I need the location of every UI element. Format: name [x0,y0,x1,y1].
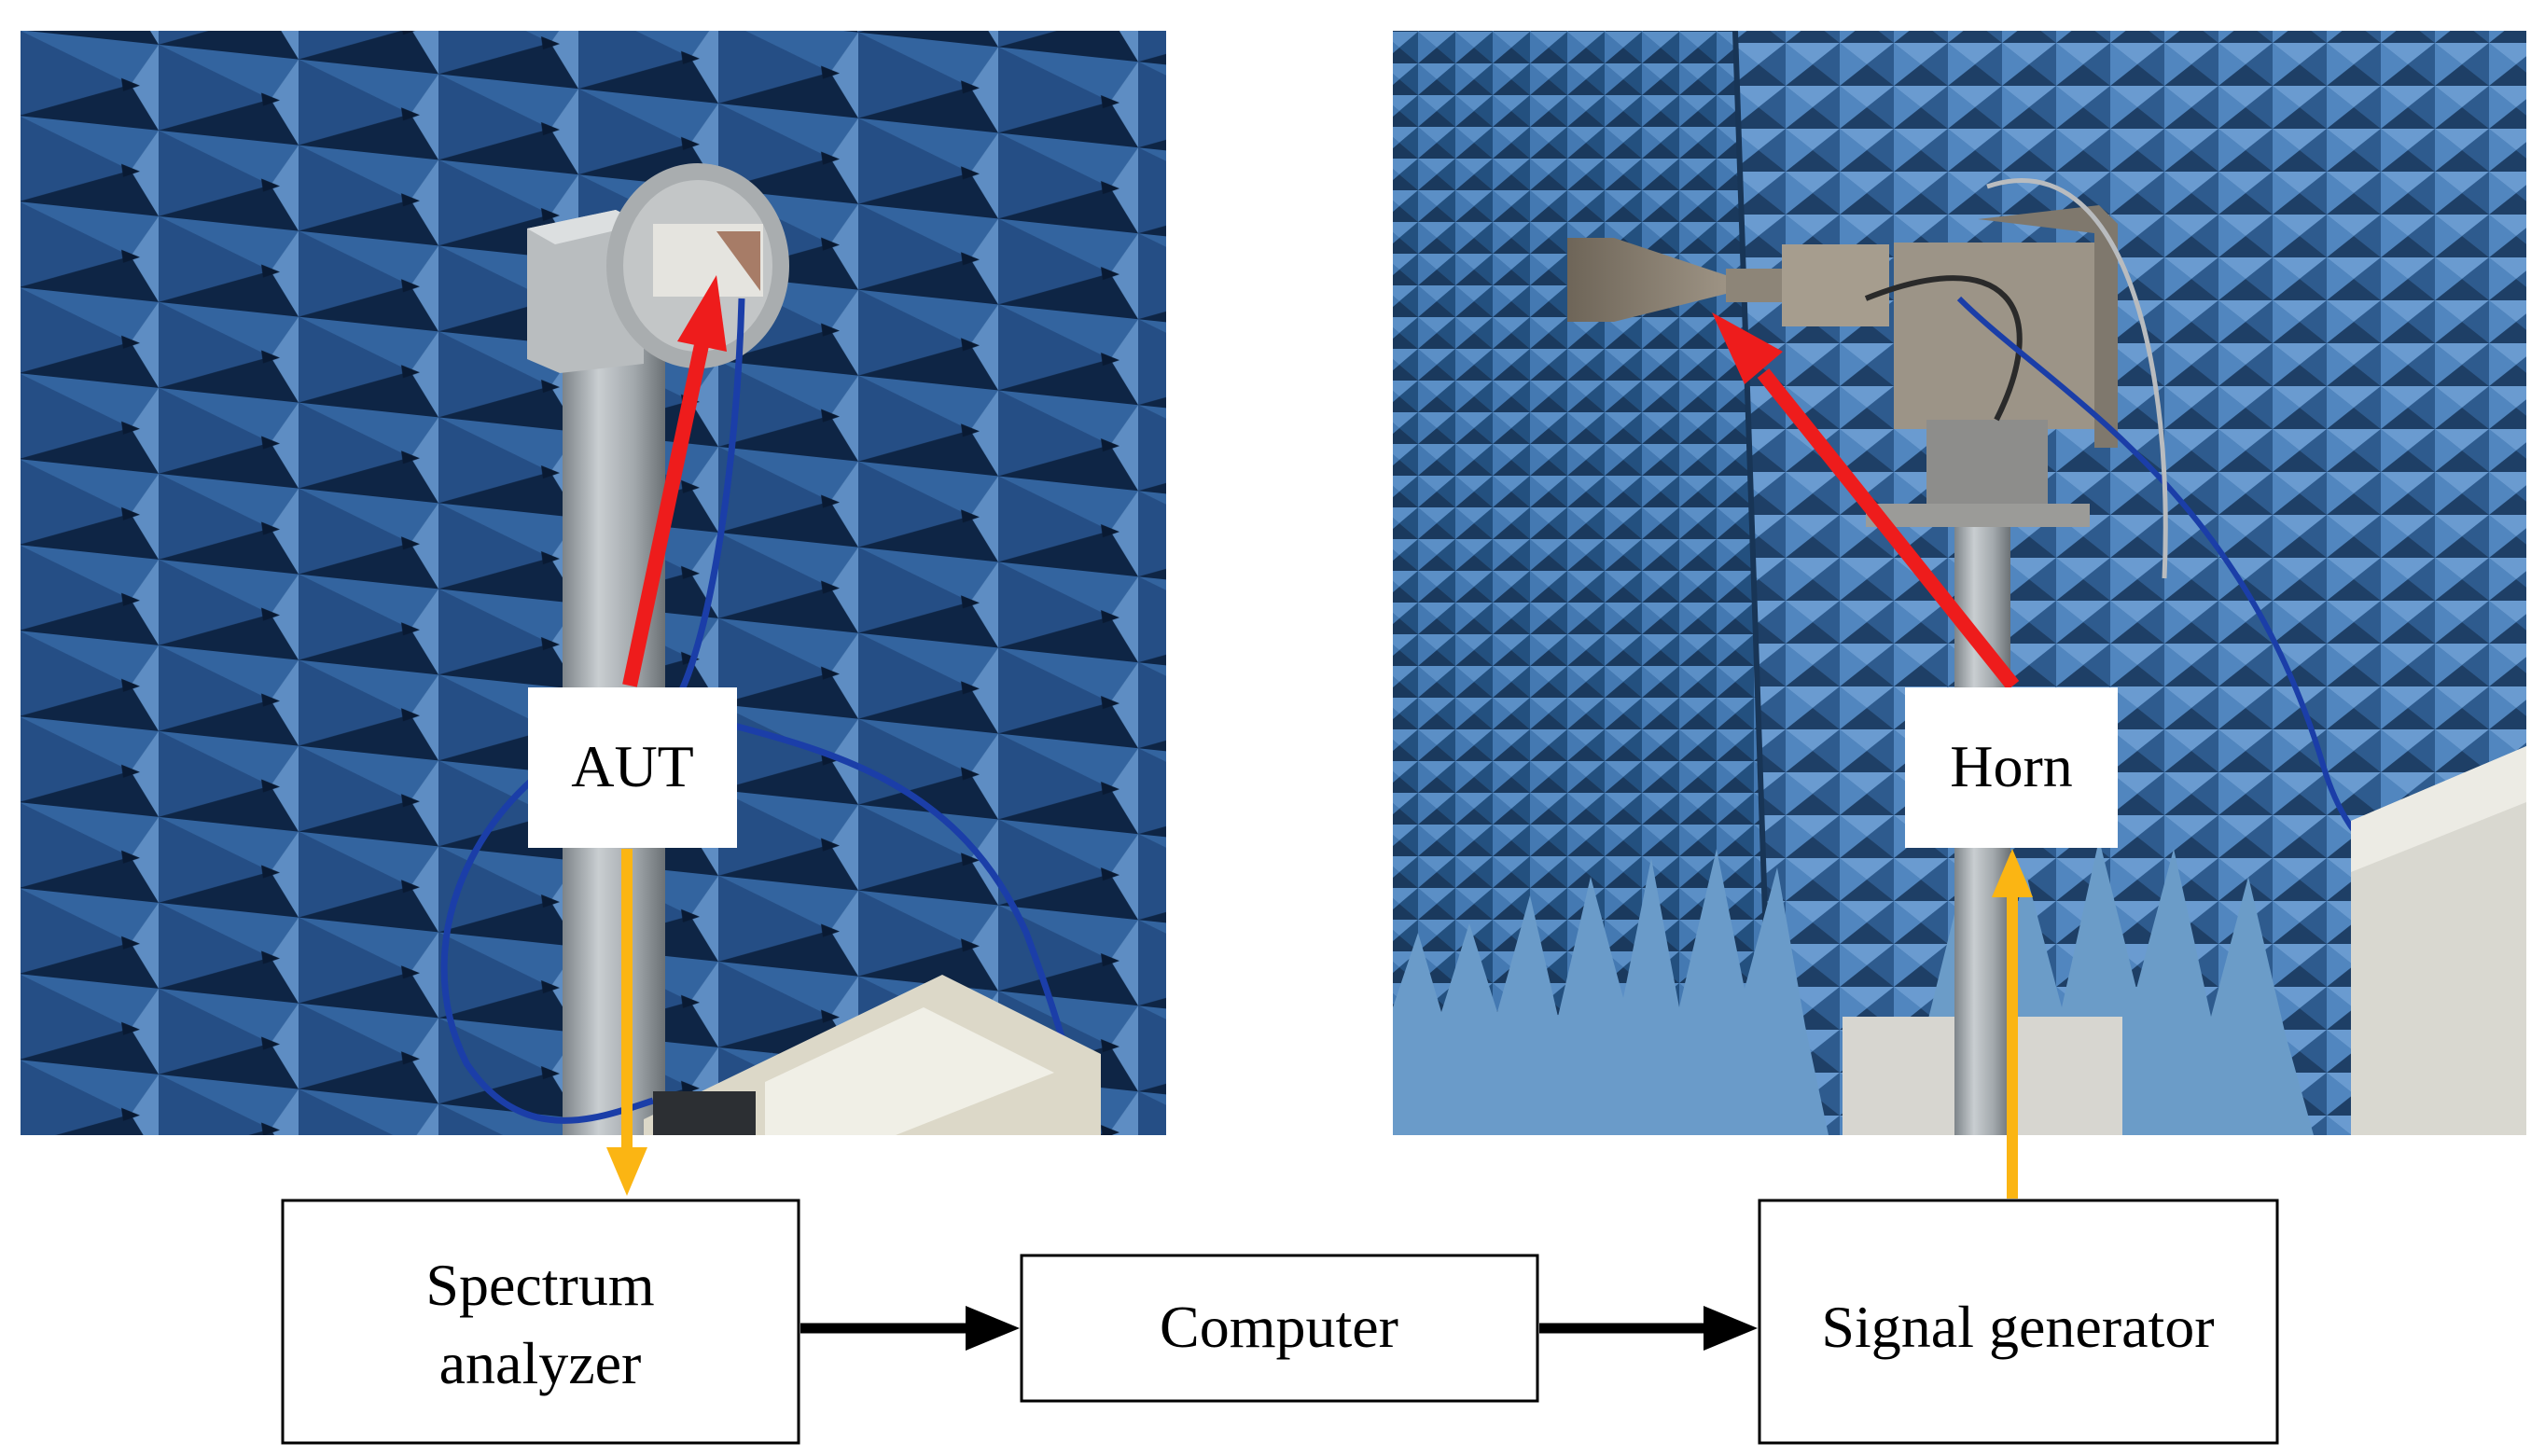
horn-chamber-photo [1393,31,2526,1135]
red-arrow-horn [1712,312,2020,690]
arrow-computer-to-generator [1539,1306,1758,1351]
spectrum-analyzer-block: Spectrum analyzer [281,1199,800,1445]
horn-positioner [1866,205,2118,527]
aut-chamber-photo [21,31,1166,1135]
signal-generator-label: Signal generator [1821,1294,2214,1360]
aut-label: AUT [571,733,694,799]
spectrum-analyzer-device [644,975,1101,1135]
yellow-arrow-aut-to-analyzer [606,849,647,1196]
horn-label: Horn [1950,733,2073,799]
arrow-analyzer-to-computer [800,1306,1020,1351]
horn-antenna [1567,238,1889,326]
signal-generator-device [2351,746,2526,1135]
signal-generator-block: Signal generator [1758,1199,2279,1445]
aut-label-box: AUT [528,687,737,848]
spectrum-analyzer-label-line1: Spectrum [425,1252,654,1318]
computer-block: Computer [1020,1254,1539,1403]
horn-label-box: Horn [1905,687,2118,848]
red-arrow-aut [622,275,727,687]
yellow-arrow-generator-to-horn [1992,849,2033,1199]
spectrum-analyzer-label-line2: analyzer [439,1330,642,1396]
aut-cable [666,298,1077,1075]
computer-label: Computer [1160,1294,1398,1360]
